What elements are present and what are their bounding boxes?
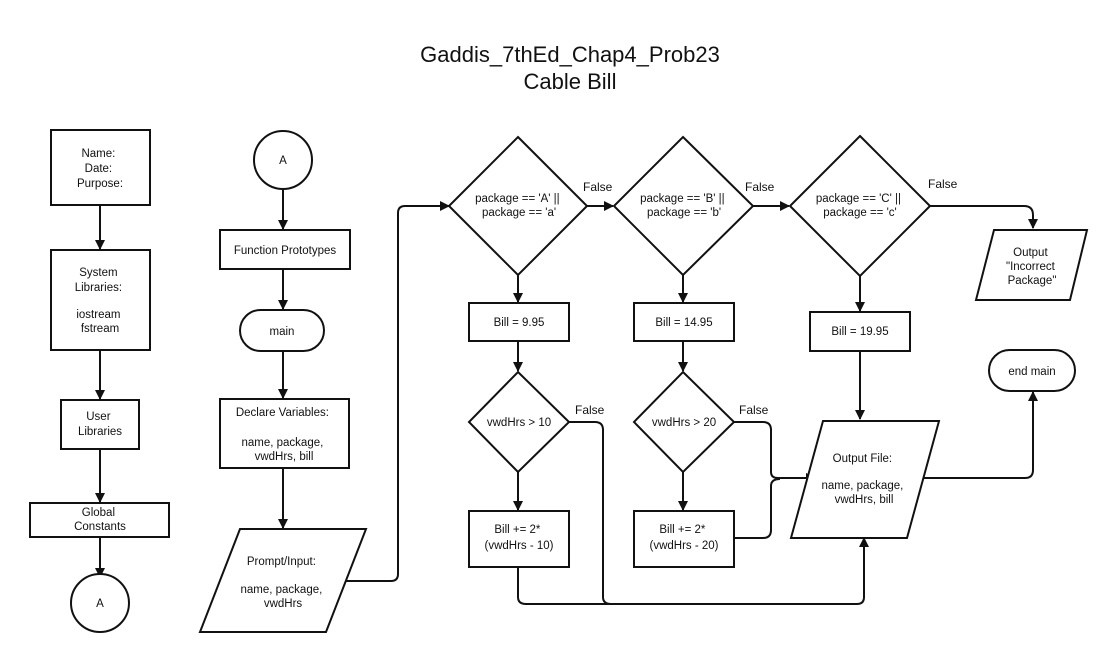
decision-hours-a-label: vwdHrs > 10 [487,417,551,429]
decision-package-c: package == 'C' || package == 'c' [788,134,932,278]
system-libraries-label: System Libraries: iostream fstream [75,267,126,335]
edge-hrs-b-false [734,421,816,483]
bill-b-label: Bill = 14.95 [655,317,712,329]
output-file-parallelogram: Output File: name, package, vwdHrs, bill [789,420,941,539]
global-constants-label: Global Constants [74,507,126,533]
system-libraries-box: System Libraries: iostream fstream [50,249,151,351]
decision-hours-a: vwdHrs > 10 [467,370,571,474]
output-file-label: Output File: name, package, vwdHrs, bill [821,453,906,506]
bill-c-label: Bill = 19.95 [831,326,888,338]
end-main-terminal: end main [988,349,1076,392]
diagram-title-line-2: Cable Bill [524,69,617,94]
bill-b-box: Bill = 14.95 [633,302,735,342]
decision-package-c-label: package == 'C' || package == 'c' [816,193,904,219]
diagram-title-line-1: Gaddis_7thEd_Chap4_Prob23 [420,42,720,67]
connector-a-bottom-label: A [96,598,104,610]
global-constants-box: Global Constants [29,502,170,538]
decision-package-a: package == 'A' || package == 'a' [447,135,589,277]
edge-hrs-a-false [569,421,869,605]
add-charge-b-label: Bill += 2* (vwdHrs - 20) [649,524,718,552]
bill-a-box: Bill = 9.95 [468,302,570,342]
off-page-connector-a-top: A [253,130,313,190]
edge-add-b-to-output [734,478,781,539]
decision-hours-b-label: vwdHrs > 20 [652,417,716,429]
false-label-dec-a: False [583,180,613,194]
add-charge-a-label: Bill += 2* (vwdHrs - 10) [484,524,553,552]
bill-a-label: Bill = 9.95 [494,317,545,329]
false-label-hrs-b: False [739,403,769,417]
decision-package-b-label: package == 'B' || package == 'b' [640,193,728,219]
incorrect-package-label: Output "Incorrect Package" [1006,247,1058,287]
end-main-label: end main [1008,366,1055,378]
add-charge-a-box: Bill += 2* (vwdHrs - 10) [468,510,570,568]
header-box-label: Name: Date: Purpose: [77,148,123,190]
off-page-connector-a-bottom: A [70,573,130,633]
user-libraries-box: User Libraries [60,399,140,450]
prompt-input-label: Prompt/Input: name, package, vwdHrs [240,556,325,610]
main-terminal: main [239,309,325,352]
incorrect-package-output: Output "Incorrect Package" [974,229,1089,301]
false-label-dec-b: False [745,180,775,194]
false-label-hrs-a: False [575,403,605,417]
decision-hours-b: vwdHrs > 20 [632,370,736,474]
decision-package-a-label: package == 'A' || package == 'a' [475,193,563,219]
false-label-dec-c: False [928,177,958,191]
user-libraries-label: User Libraries [78,411,122,438]
declare-variables-box: Declare Variables: name, package, vwdHrs… [219,398,350,469]
function-prototypes-label: Function Prototypes [234,245,337,257]
prompt-input-parallelogram: Prompt/Input: name, package, vwdHrs [198,528,368,633]
header-box: Name: Date: Purpose: [50,129,151,206]
function-prototypes-box: Function Prototypes [219,229,351,270]
edge-dec-c-false [930,205,1038,229]
add-charge-b-box: Bill += 2* (vwdHrs - 20) [633,510,735,568]
edge-add-a-to-output [517,567,611,605]
bill-c-box: Bill = 19.95 [809,311,911,352]
declare-variables-label: Declare Variables: name, package, vwdHrs… [236,407,332,463]
decision-package-b: package == 'B' || package == 'b' [612,135,755,277]
edge-prompt-to-dec-a [346,201,450,582]
edge-output-to-end [921,391,1038,479]
main-terminal-label: main [270,326,295,338]
edges [95,190,1038,605]
connector-a-top-label: A [279,155,287,167]
